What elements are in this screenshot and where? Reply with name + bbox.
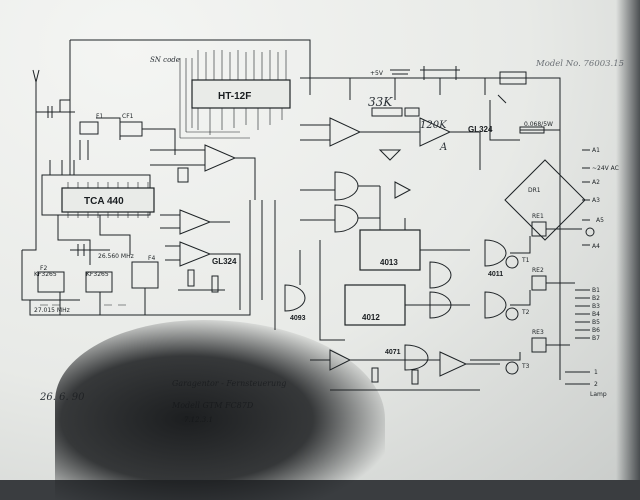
connector-lamp-1: 1 bbox=[594, 369, 598, 376]
ht12f-label: HT-12F bbox=[218, 91, 251, 102]
power-rail: +5V bbox=[300, 66, 561, 380]
arrow-a-label: A bbox=[439, 142, 447, 153]
relay-3-label: RE3 bbox=[532, 329, 544, 336]
ic-4093-label: 4093 bbox=[290, 315, 306, 322]
diode-bridge-label: DR1 bbox=[528, 187, 541, 194]
connector-b7: B7 bbox=[592, 335, 600, 342]
pot-33k-label: 33K bbox=[368, 95, 393, 109]
model-number-label: Model No. 76003.15 bbox=[535, 59, 624, 69]
transistor-t3-label: T3 bbox=[521, 363, 530, 370]
connector-b2: B2 bbox=[592, 295, 600, 302]
crystal-2-label: KF3265 bbox=[86, 271, 109, 278]
title-line-2: Modell GTM FC87D bbox=[171, 401, 254, 410]
ic-4011-label: 4011 bbox=[488, 271, 503, 278]
transistor-t1-label: T1 bbox=[521, 257, 530, 264]
connector-a4: A4 bbox=[592, 243, 600, 250]
schematic-sheet: TCA 440 HT-12F SN code GL324 +5V bbox=[0, 0, 640, 480]
connector-labels: A1 ~24V AC A2 A3 A5 A4 B1 B2 B3 B4 B5 B6… bbox=[590, 147, 619, 398]
connector-b1: B1 bbox=[592, 287, 600, 294]
output-section: 4011 bbox=[429, 126, 595, 385]
connector-ac-label: ~24V AC bbox=[592, 165, 619, 172]
date-label: 26. 6. 90 bbox=[39, 392, 85, 403]
footer-notes: 26. 6. 90 Garagentor - Fernsteuerung Mod… bbox=[39, 379, 286, 424]
freq-2-label: 26.560 MHz bbox=[98, 253, 134, 260]
ic-4013-label: 4013 bbox=[380, 258, 398, 267]
title-line-1: Garagentor - Fernsteuerung bbox=[172, 379, 286, 388]
connector-a1: A1 bbox=[592, 147, 600, 154]
ic-4071-label: 4071 bbox=[385, 349, 401, 356]
connector-a2: A2 bbox=[592, 179, 600, 186]
title-line-3: 7.12.3.1 bbox=[184, 416, 213, 424]
schematic-diagram: TCA 440 HT-12F SN code GL324 +5V bbox=[21, 39, 624, 424]
connector-b4: B4 bbox=[592, 311, 600, 318]
opamp-block-left: GL324 bbox=[150, 144, 256, 310]
relay-1-label: RE1 bbox=[532, 213, 544, 220]
connector-b6: B6 bbox=[592, 327, 600, 334]
logic-section: 4013 4012 4093 4071 bbox=[261, 171, 470, 371]
connector-lamp-2: 2 bbox=[594, 381, 598, 388]
cf1-label: CF1 bbox=[122, 113, 134, 120]
connector-a3: A3 bbox=[592, 197, 600, 204]
freq-1-label: 27.015 MHz bbox=[34, 307, 70, 314]
relay-2-label: RE2 bbox=[532, 267, 544, 274]
connector-b5: B5 bbox=[592, 319, 600, 326]
connector-lamp-label: Lamp bbox=[590, 391, 607, 398]
receiver-ic-tca440: TCA 440 bbox=[61, 182, 155, 218]
filter-f4-label: F4 bbox=[148, 255, 155, 262]
filter-f1-label: F1 bbox=[96, 113, 103, 120]
pot-120k-label: 120K bbox=[420, 120, 447, 131]
encoder-ic-ht12f: HT-12F SN code bbox=[150, 50, 291, 139]
connector-a5: A5 bbox=[596, 217, 604, 224]
antenna-input-stage bbox=[21, 39, 311, 316]
photo-edge-vignette bbox=[616, 0, 640, 480]
resistor-power-label: 0.068/5W bbox=[524, 121, 553, 128]
component-labels: F1 F2 F4 CF1 KF3265 KF3265 27.015 MHz 26… bbox=[34, 113, 553, 370]
crystal-1-label: KF3265 bbox=[34, 271, 57, 278]
opamp-right-label: GL324 bbox=[468, 125, 493, 134]
tca440-label: TCA 440 bbox=[84, 196, 124, 207]
sn-code-label: SN code bbox=[150, 56, 180, 64]
ic-4012-label: 4012 bbox=[362, 313, 380, 322]
opamp-left-label: GL324 bbox=[212, 257, 237, 266]
supply-label: +5V bbox=[370, 70, 384, 77]
filter-f2-label: F2 bbox=[40, 265, 47, 272]
transistor-t2-label: T2 bbox=[521, 309, 530, 316]
connector-b3: B3 bbox=[592, 303, 600, 310]
opamp-block-right: 33K 120K A GL324 bbox=[300, 94, 520, 170]
